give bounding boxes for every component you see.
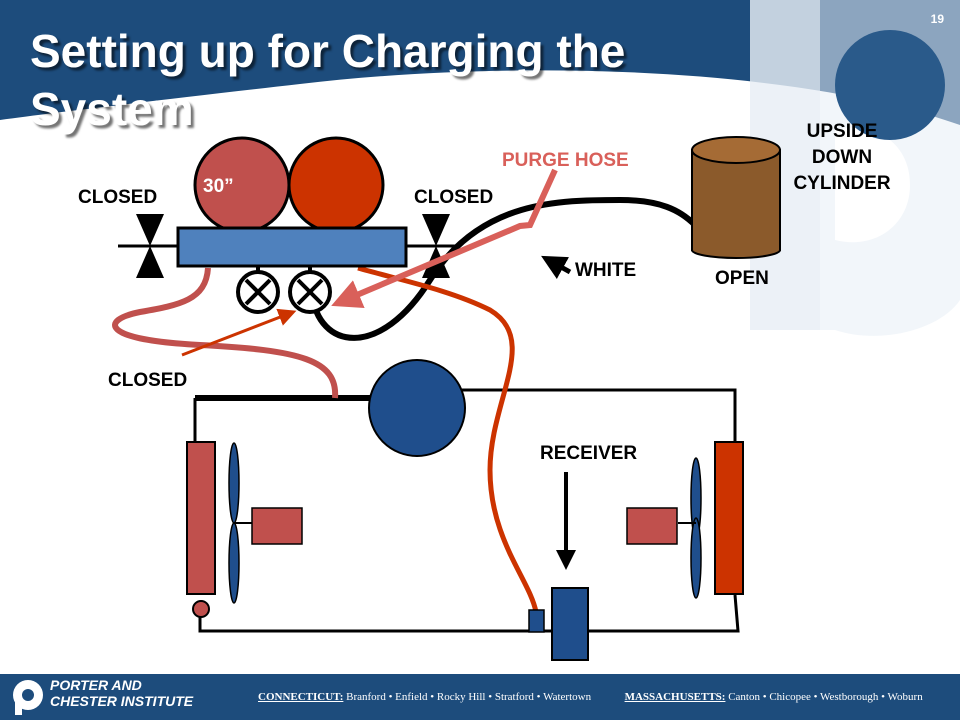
evaporator-fan — [228, 442, 303, 604]
cylinder-label: UPSIDE DOWN CYLINDER — [793, 121, 890, 194]
left-valve-label: CLOSED — [78, 187, 157, 208]
logo-watermark-circle — [835, 30, 945, 140]
evaporator-coil — [186, 441, 216, 595]
gauge-reading-label: 30” — [203, 176, 234, 197]
left-manifold-valve — [118, 214, 178, 278]
high-side-gauge — [287, 136, 385, 234]
receiver-service-valve — [528, 609, 545, 633]
white-hose-arrow — [541, 255, 572, 279]
campus-locations: CONNECTICUT: Branford • Enfield • Rocky … — [258, 691, 923, 703]
condenser-coil — [714, 441, 744, 595]
center-valve-knobs — [236, 266, 332, 314]
receiver-label: RECEIVER — [540, 443, 637, 464]
manifold-body — [176, 226, 408, 268]
pci-logo-icon — [13, 680, 43, 715]
purge-hose-label: PURGE HOSE — [502, 150, 629, 171]
cylinder-valve-label: OPEN — [715, 268, 769, 289]
low-side-hose — [112, 267, 339, 399]
institute-name: PORTER AND CHESTER INSTITUTE — [50, 677, 194, 709]
svg-text:DOWN: DOWN — [812, 147, 872, 168]
slide-title: Setting up for Charging the System — [30, 25, 626, 135]
purge-hose — [331, 168, 558, 308]
white-charging-hose — [309, 196, 698, 341]
condenser-fan — [626, 457, 702, 599]
high-side-hose — [357, 265, 539, 613]
refrigerant-cylinder — [691, 136, 781, 259]
white-hose-label: WHITE — [575, 260, 636, 281]
footer-bar: PORTER AND CHESTER INSTITUTE CONNECTICUT… — [0, 674, 960, 720]
manifold-valve-label: CLOSED — [108, 370, 187, 391]
metering-device — [192, 600, 210, 618]
svg-text:UPSIDE: UPSIDE — [807, 121, 878, 142]
svg-text:CYLINDER: CYLINDER — [793, 173, 890, 194]
right-valve-label: CLOSED — [414, 187, 493, 208]
compressor — [368, 359, 466, 457]
charging-diagram: 30” CLOSED CLOSED CLOSED PURGE HOSE WHIT… — [78, 121, 891, 661]
closed-valve-arrow — [181, 308, 297, 357]
receiver-tank — [551, 587, 589, 661]
slide-number: 19 — [930, 12, 944, 26]
